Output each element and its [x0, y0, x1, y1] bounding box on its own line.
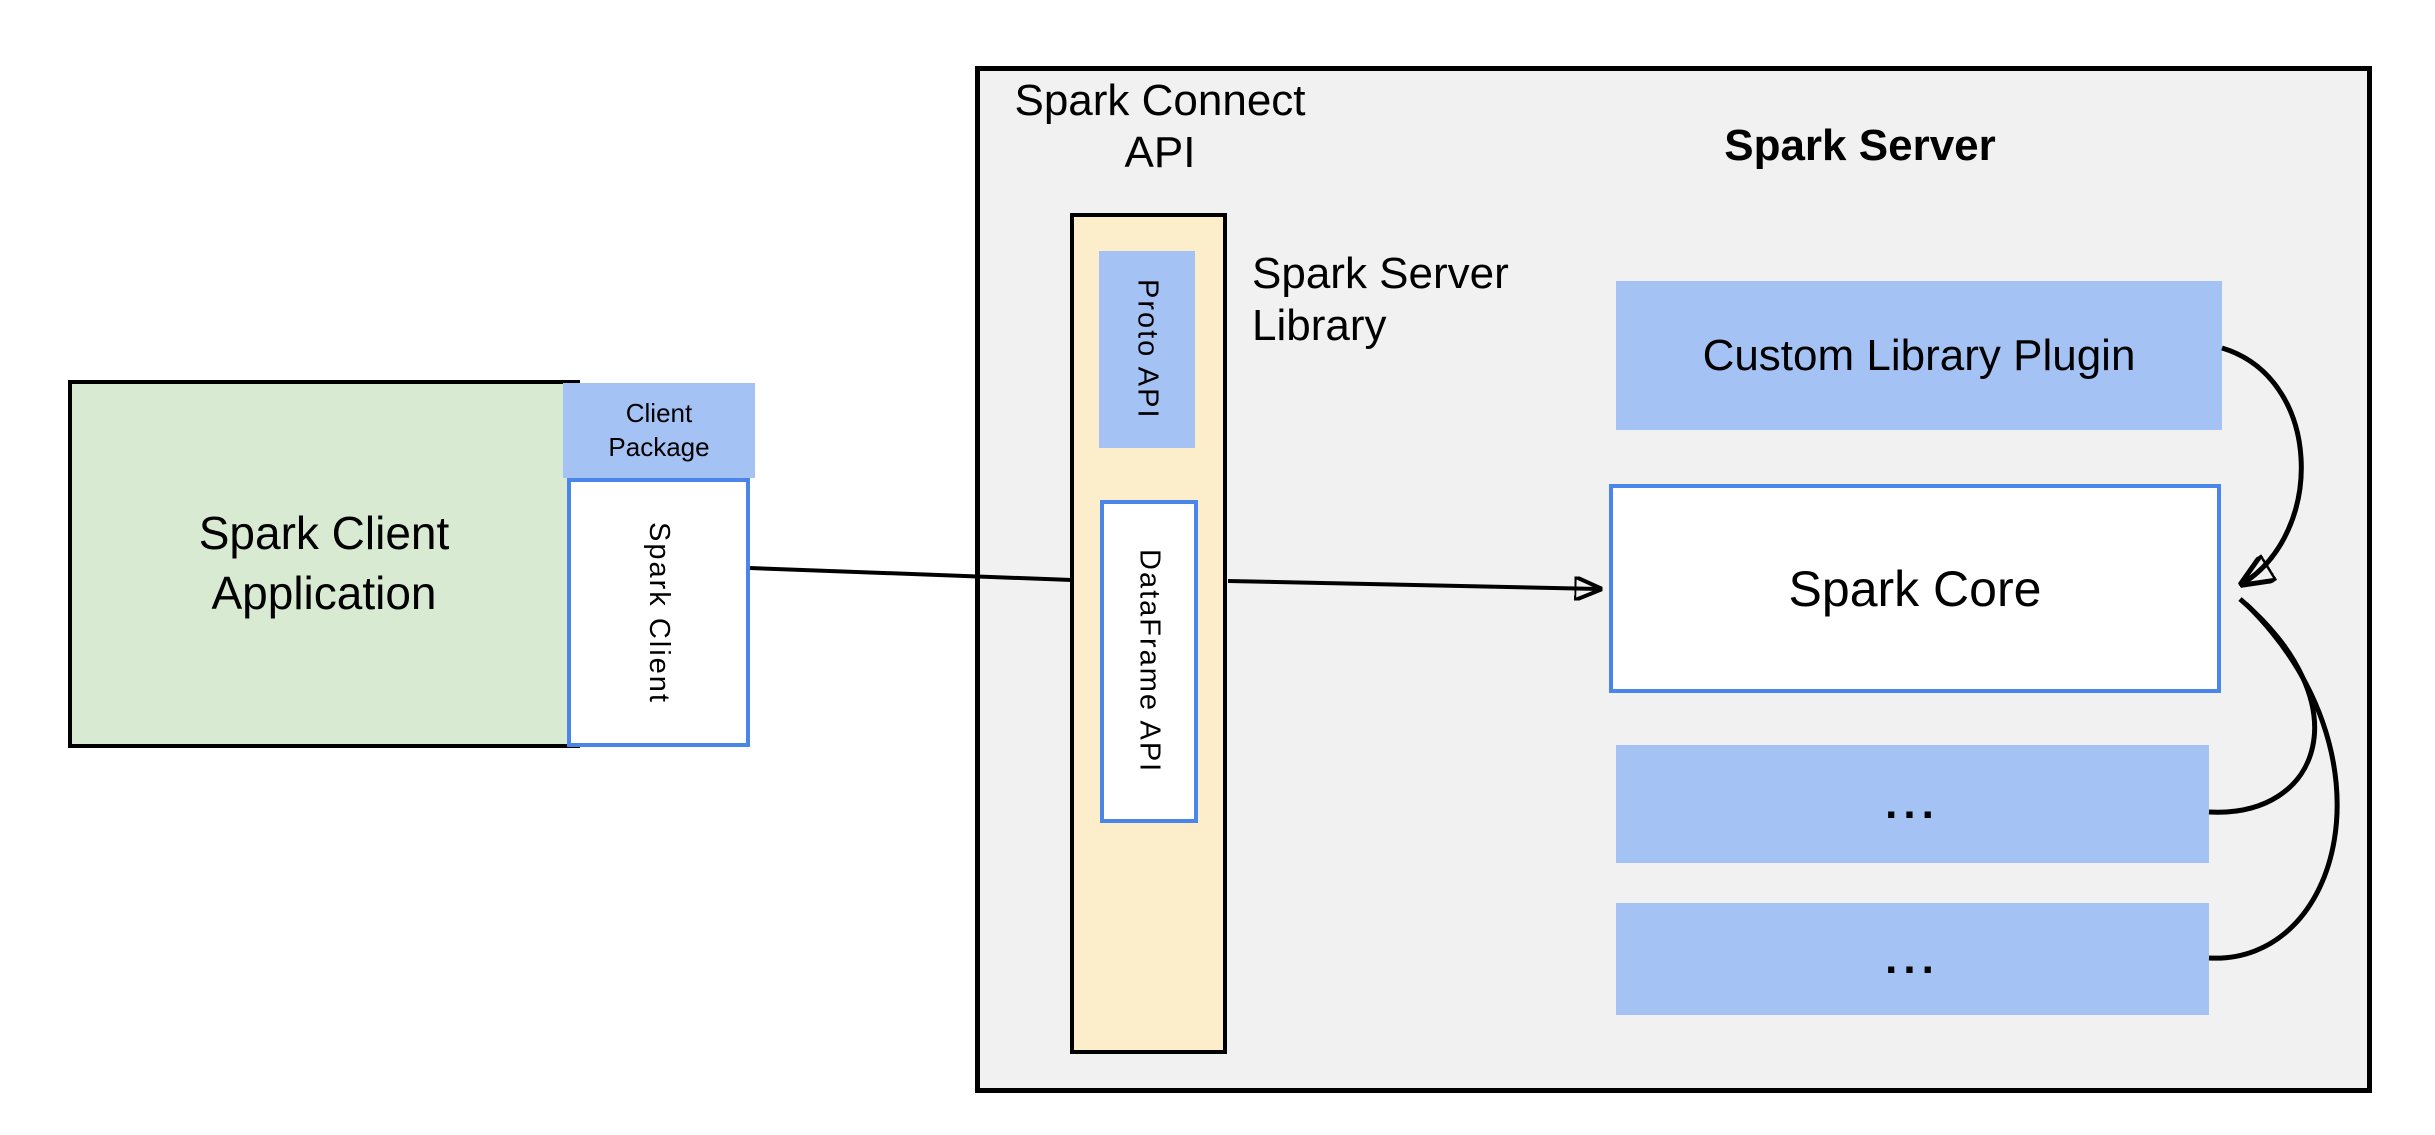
- spark-connect-api-title: Spark Connect API: [1010, 72, 1310, 182]
- spark-client-application-box: Spark Client Application: [68, 380, 580, 748]
- spark-client-application-label: Spark Client Application: [198, 507, 450, 619]
- custom-library-plugin-label: Custom Library Plugin: [1702, 330, 2136, 380]
- more-plugins-label-2: ...: [1885, 934, 1940, 984]
- spark-client-box: Spark Client: [567, 478, 750, 747]
- spark-server-title-text: Spark Server: [1724, 121, 1996, 170]
- dataframe-api-label: DataFrame API: [1133, 549, 1166, 774]
- spark-connect-api-title-text: Spark Connect API: [1014, 76, 1306, 177]
- more-plugins-label-1: ...: [1885, 779, 1940, 829]
- proto-api-label: Proto API: [1131, 279, 1164, 420]
- spark-client-label: Spark Client: [643, 521, 675, 704]
- more-plugins-box-2: ...: [1616, 903, 2209, 1015]
- spark-core-label: Spark Core: [1788, 560, 2042, 617]
- spark-server-library-text: Spark Server Library: [1252, 249, 1509, 350]
- spark-core-box: Spark Core: [1609, 484, 2221, 693]
- spark-server-library-label: Spark Server Library: [1252, 248, 1572, 368]
- client-package-box: Client Package: [563, 383, 755, 478]
- client-package-label: Client Package: [608, 397, 710, 462]
- proto-api-box: Proto API: [1099, 251, 1195, 448]
- more-plugins-box-1: ...: [1616, 745, 2209, 863]
- dataframe-api-box: DataFrame API: [1100, 500, 1198, 823]
- spark-server-title: Spark Server: [1660, 116, 2060, 176]
- custom-library-plugin-box: Custom Library Plugin: [1616, 281, 2222, 430]
